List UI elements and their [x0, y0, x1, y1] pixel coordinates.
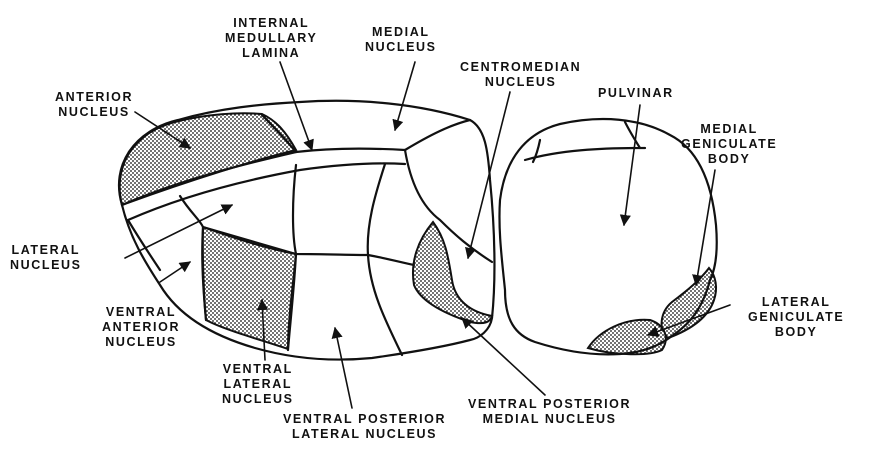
label-anterior-nucleus: ANTERIOR NUCLEUS: [55, 90, 133, 120]
leader-ventral-anterior: [160, 262, 190, 282]
label-ventral-posterior-medial-nucleus: VENTRAL POSTERIOR MEDIAL NUCLEUS: [468, 397, 631, 427]
anterior-boundary: [180, 196, 206, 320]
ventral-lateral-nucleus-region: [202, 227, 296, 349]
pulvinar-top-line-2: [533, 140, 540, 162]
label-ventral-posterior-lateral-nucleus: VENTRAL POSTERIOR LATERAL NUCLEUS: [283, 412, 446, 442]
leader-centromedian-nucleus: [468, 92, 510, 258]
label-medial-nucleus: MEDIAL NUCLEUS: [365, 25, 437, 55]
pulvinar-top-line: [525, 148, 645, 160]
label-lateral-geniculate-body: LATERAL GENICULATE BODY: [748, 295, 844, 340]
medial-divider: [405, 120, 470, 150]
label-centromedian-nucleus: CENTROMEDIAN NUCLEUS: [460, 60, 581, 90]
ventral-posterior-medial-region: [413, 222, 492, 323]
leader-medial-geniculate: [696, 170, 715, 285]
lateral-geniculate-region: [588, 320, 666, 354]
leader-medial-nucleus: [395, 62, 415, 130]
label-internal-medullary-lamina: INTERNAL MEDULLARY LAMINA: [225, 16, 317, 61]
leader-ventral-posterior-lateral: [335, 328, 352, 408]
label-ventral-anterior-nucleus: VENTRAL ANTERIOR NUCLEUS: [102, 305, 180, 350]
label-ventral-lateral-nucleus: VENTRAL LATERAL NUCLEUS: [222, 362, 294, 407]
label-pulvinar: PULVINAR: [598, 86, 674, 101]
label-lateral-nucleus: LATERAL NUCLEUS: [10, 243, 82, 273]
ventral-anterior-boundary: [128, 220, 160, 270]
label-medial-geniculate-body: MEDIAL GENICULATE BODY: [681, 122, 777, 167]
leader-ventral-posterior-medial: [462, 318, 545, 395]
